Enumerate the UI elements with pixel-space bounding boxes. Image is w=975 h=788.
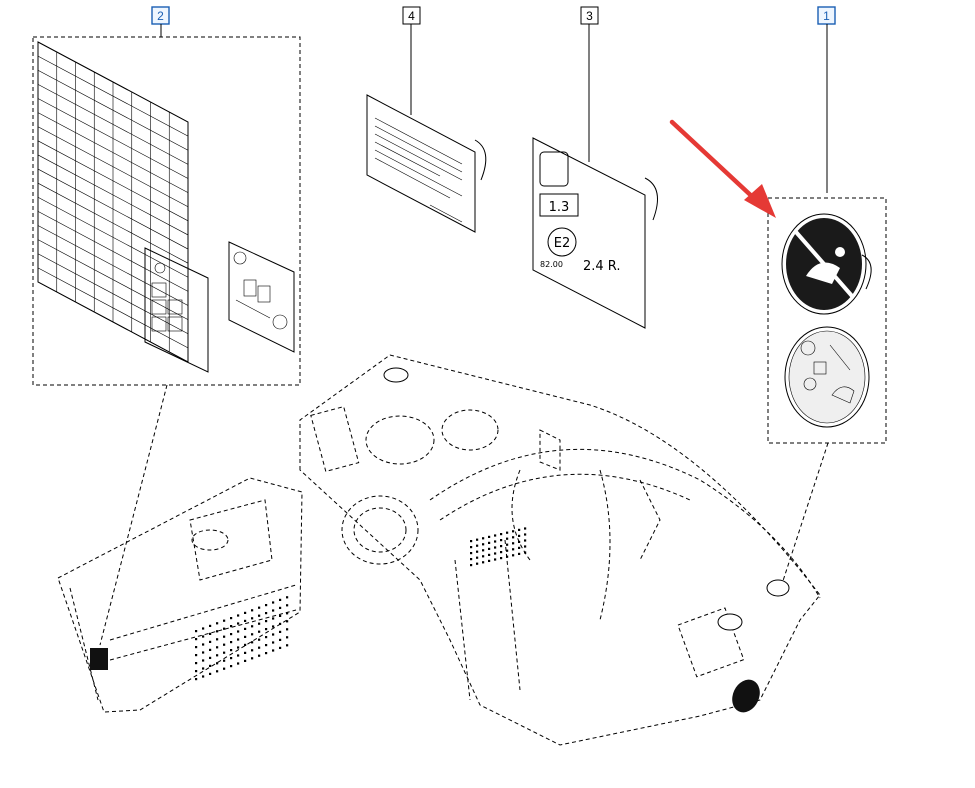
fuel-code-circle: [547, 227, 577, 257]
dashboard: [299, 354, 821, 746]
callout-4: 4: [402, 6, 421, 25]
speaker-grille: [732, 679, 760, 713]
fuel-code: E2: [554, 236, 571, 251]
size-code-box: [539, 193, 579, 217]
callout-2-label[interactable]: 2: [157, 9, 164, 23]
door-panel: [57, 477, 303, 713]
group-1-frame: [767, 197, 887, 444]
leader-1-to-dash: [779, 442, 829, 591]
size-code: 1.3: [549, 200, 570, 215]
airbag-sticker-dark: [781, 213, 872, 315]
pointer-arrow-icon: [669, 119, 776, 218]
pressure-text: 2.4 R.: [583, 259, 621, 274]
label-3-sticker: 1.3 E2 2.4 R. 82.00: [532, 137, 658, 329]
ref-text: 82.00: [540, 260, 563, 269]
leader-2-to-door: [99, 384, 168, 646]
small-label-sheet: [144, 247, 209, 373]
callout-2[interactable]: 2: [151, 6, 170, 25]
callout-3: 3: [580, 6, 599, 25]
callout-1-label[interactable]: 1: [823, 9, 830, 23]
callout-4-label: 4: [408, 9, 415, 23]
group-2-frame: [32, 36, 301, 386]
diagram-label-sheet: [228, 241, 295, 353]
callout-1[interactable]: 1: [817, 6, 836, 25]
airbag-sticker-light: [784, 326, 870, 428]
fuel-pump-icon: [539, 151, 569, 187]
door-sticker-spot: [90, 648, 108, 670]
sticker-sheet: [37, 41, 189, 363]
callout-3-label: 3: [586, 9, 593, 23]
label-4-sticker: [366, 94, 487, 233]
